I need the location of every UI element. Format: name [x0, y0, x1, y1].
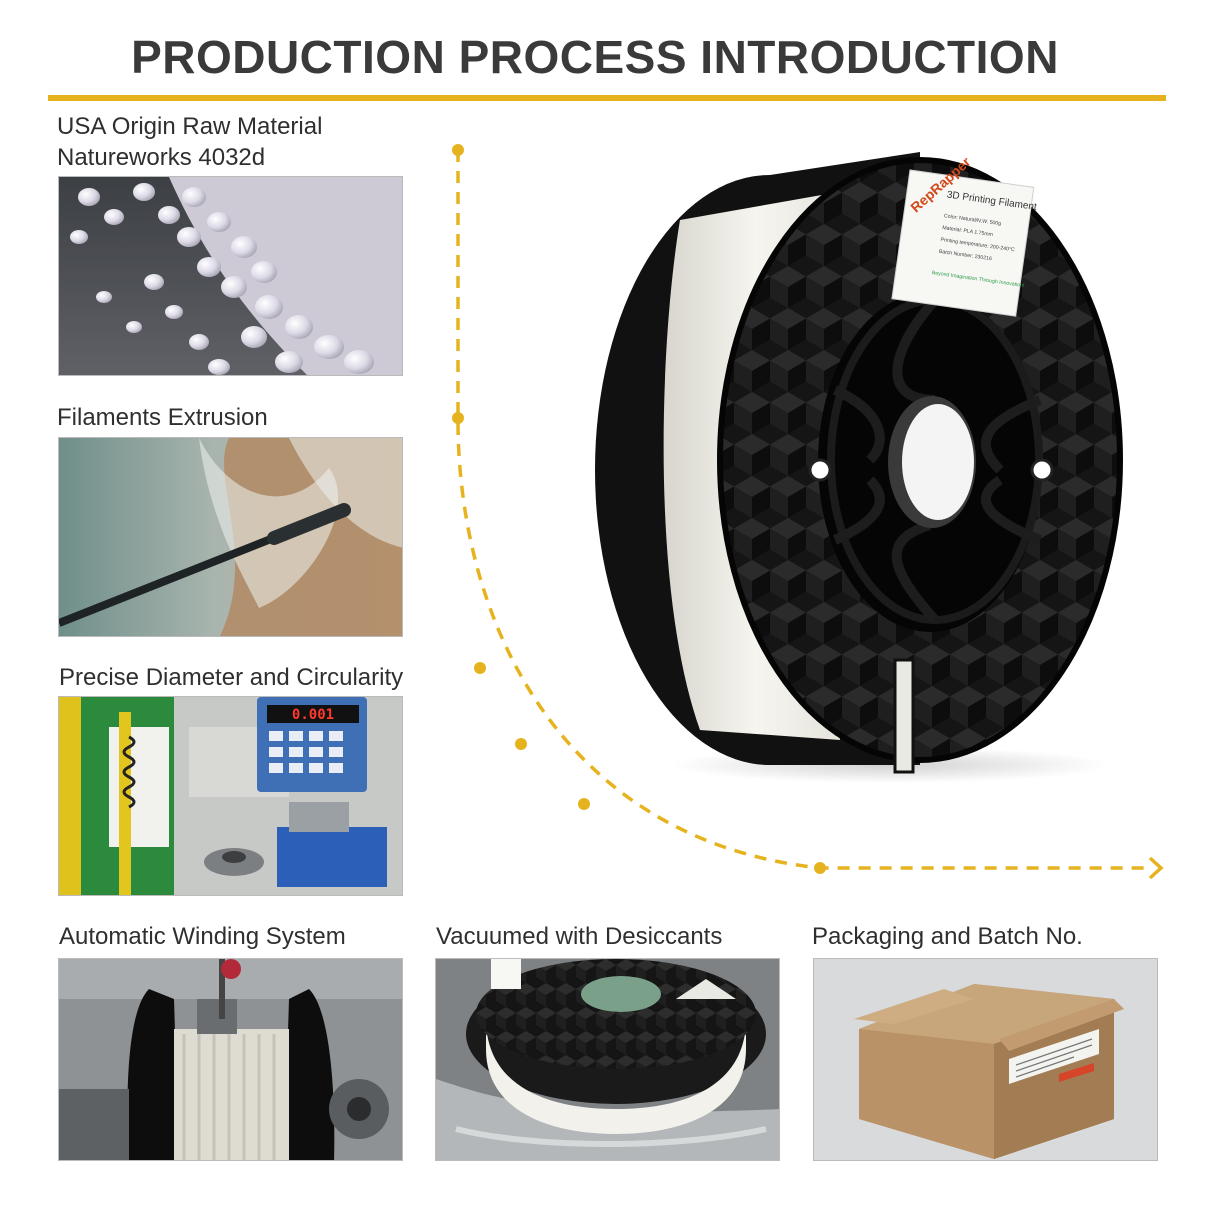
step-raw-material-line1: USA Origin Raw Material — [57, 113, 323, 140]
diameter-measurement-photo: 0.001 — [58, 696, 403, 896]
flow-dot — [578, 798, 590, 810]
flow-dot — [452, 412, 464, 424]
vacuum-sealed-spool-photo — [435, 958, 780, 1161]
flow-arrowhead — [1148, 856, 1164, 880]
packaging-carton-photo — [813, 958, 1158, 1161]
page-title: PRODUCTION PROCESS INTRODUCTION — [131, 31, 1059, 83]
step-diameter-label: Precise Diameter and Circularity — [59, 664, 404, 691]
winding-system-photo — [58, 958, 403, 1161]
flow-dot — [814, 862, 826, 874]
spool-label: RepRapper 3D Printing Filament Color: Na… — [891, 153, 1038, 317]
step-packaging-label: Packaging and Batch No. — [812, 923, 1083, 950]
filament-spool-image: RepRapper 3D Printing Filament Color: Na… — [595, 152, 1123, 783]
step-winding-label: Automatic Winding System — [59, 923, 346, 950]
raw-material-pellets-photo — [58, 176, 403, 376]
flow-dot — [452, 144, 464, 156]
title-underline — [48, 95, 1166, 101]
step-raw-material-label: USA Origin Raw Material Natureworks 4032… — [57, 111, 322, 173]
step-vacuum-label: Vacuumed with Desiccants — [436, 923, 723, 950]
meter-readout: 0.001 — [292, 707, 334, 723]
step-extrusion-label: Filaments Extrusion — [57, 404, 268, 431]
flow-dot — [515, 738, 527, 750]
filament-extrusion-photo — [58, 437, 403, 637]
step-raw-material-line2: Natureworks 4032d — [57, 144, 266, 171]
flow-dot — [474, 662, 486, 674]
